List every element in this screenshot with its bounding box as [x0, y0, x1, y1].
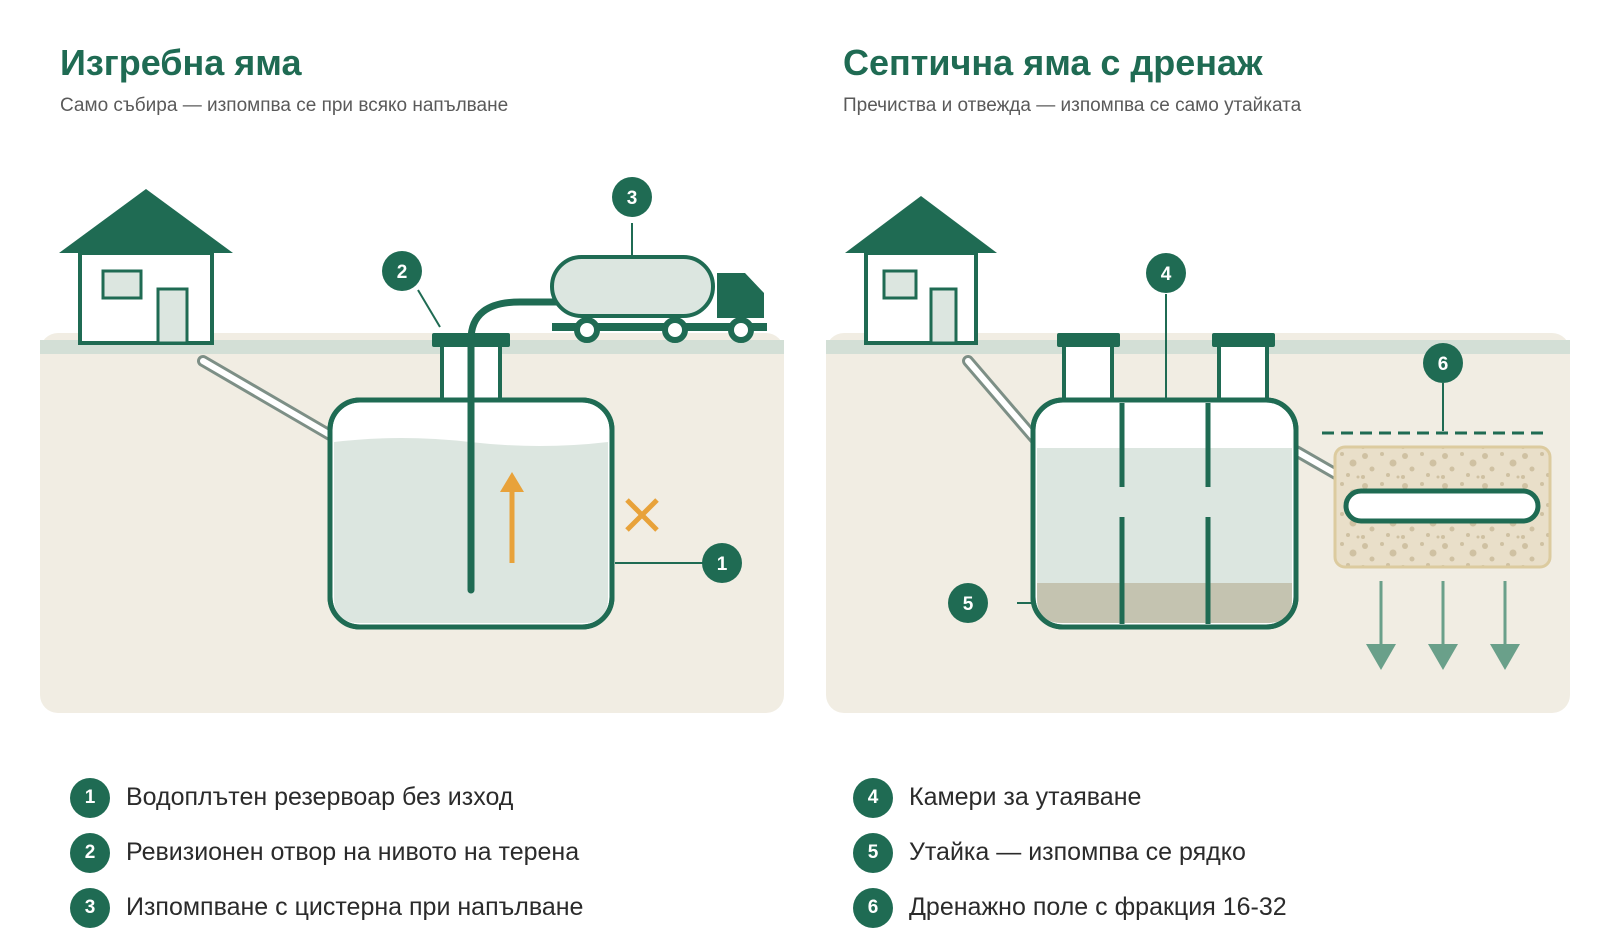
right-legend: 4 Камери за утаяване 5 Утайка — изпомпва…	[853, 770, 1287, 935]
legend-badge: 3	[70, 887, 110, 928]
legend-label: Утайка — изпомпва се рядко	[909, 838, 1246, 866]
right-subtitle: Пречиства и отвежда — изпомпва се само у…	[843, 95, 1302, 116]
legend-label: Ревизионен отвор на нивото на терена	[126, 838, 580, 866]
left-suction-hose	[467, 298, 569, 594]
svg-text:6: 6	[1438, 354, 1449, 375]
right-manhole-cap-2	[1212, 333, 1275, 347]
marker-4: 4	[1146, 253, 1186, 293]
svg-text:2: 2	[397, 262, 408, 283]
svg-text:3: 3	[627, 188, 638, 209]
legend-label: Камери за утаяване	[909, 783, 1142, 811]
legend-badge: 6	[853, 887, 893, 928]
legend-item-4: 4 Камери за утаяване	[853, 770, 1287, 825]
left-ground-line	[40, 340, 784, 354]
left-legend: 1 Водоплътен резервоар без изход 2 Ревиз…	[70, 770, 583, 935]
septic-tank	[1030, 397, 1299, 630]
left-diagram: 3 2 1	[40, 177, 784, 713]
infiltration-arrows	[1366, 581, 1520, 670]
right-title: Септична яма с дренаж	[843, 42, 1263, 83]
right-ground-line	[826, 340, 1570, 354]
drainage-field	[1322, 431, 1552, 569]
legend-item-3: 3 Изпомпване с цистерна при напълване	[70, 880, 583, 935]
up-arrow-icon	[500, 472, 524, 563]
marker-1: 1	[702, 543, 742, 583]
svg-text:4: 4	[1161, 264, 1172, 285]
marker-6: 6	[1423, 343, 1463, 383]
right-manhole-cap-1	[1057, 333, 1120, 347]
right-manhole-neck-1	[1062, 343, 1114, 402]
legend-badge: 5	[853, 832, 893, 873]
legend-badge: 1	[70, 777, 110, 818]
legend-badge: 2	[70, 832, 110, 873]
drain-pipe	[1343, 488, 1541, 524]
right-diagram: 4 5 6	[826, 196, 1570, 713]
left-title: Изгребна яма	[60, 42, 302, 83]
marker-3: 3	[612, 177, 652, 217]
svg-text:5: 5	[963, 594, 974, 615]
legend-item-1: 1 Водоплътен резервоар без изход	[70, 770, 583, 825]
svg-text:1: 1	[717, 554, 728, 575]
legend-badge: 4	[853, 777, 893, 818]
legend-label: Изпомпване с цистерна при напълване	[126, 893, 584, 921]
right-manhole-neck-2	[1217, 343, 1269, 402]
marker-2: 2	[382, 251, 422, 291]
no-outlet-x-icon	[625, 498, 659, 532]
legend-item-6: 6 Дренажно поле с фракция 16-32	[853, 880, 1287, 935]
legend-item-2: 2 Ревизионен отвор на нивото на терена	[70, 825, 583, 880]
legend-label: Водоплътен резервоар без изход	[126, 783, 514, 811]
sludge-layer	[1037, 583, 1292, 623]
legend-item-5: 5 Утайка — изпомпва се рядко	[853, 825, 1287, 880]
right-house-icon	[845, 196, 997, 345]
marker-5: 5	[948, 583, 988, 623]
left-subtitle: Само събира — изпомпва се при всяко напъ…	[60, 95, 509, 116]
truck-icon	[550, 255, 767, 343]
left-house-icon	[59, 189, 233, 345]
legend-label: Дренажно поле с фракция 16-32	[909, 893, 1287, 921]
